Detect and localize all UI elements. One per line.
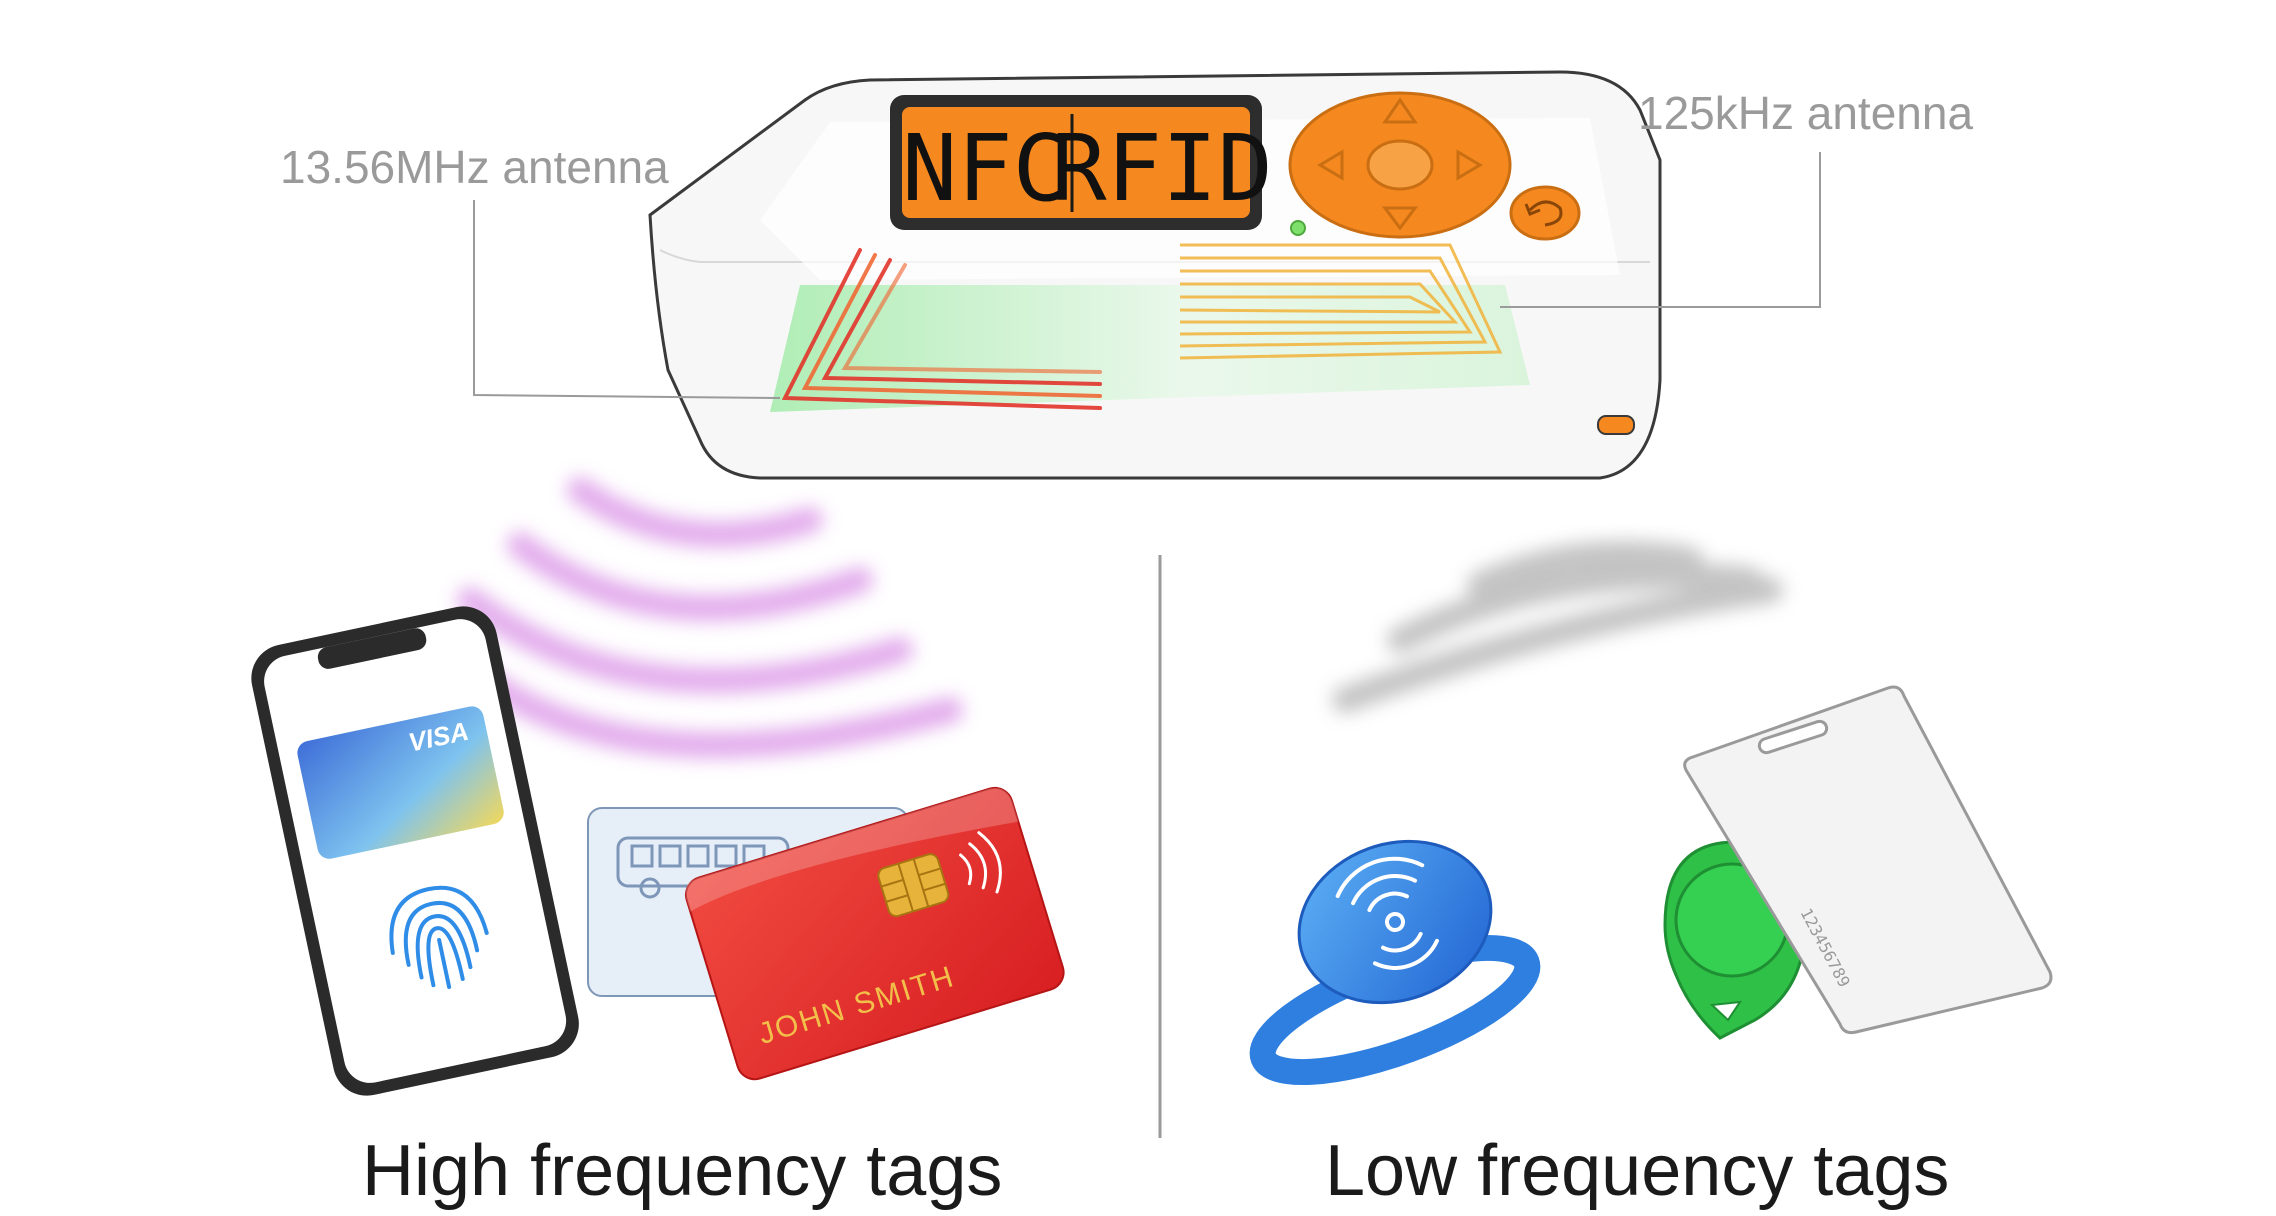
status-led: [1290, 220, 1306, 236]
lf-antenna-label: 125kHz antenna: [1638, 87, 1974, 139]
arrow-left-icon[interactable]: [1317, 149, 1344, 181]
smartphone: VISA: [251, 606, 579, 1096]
arrow-up-icon[interactable]: [1382, 97, 1418, 124]
side-port: [1597, 415, 1635, 435]
lf-antenna-coil: [1179, 243, 1503, 360]
screen-text-nfc: NFC: [902, 115, 1068, 222]
hf-antenna-coil: [781, 248, 1102, 410]
lf-signal-waves: [1332, 540, 1783, 713]
chip-icon: [877, 853, 950, 918]
rfid-wave-icon: [1335, 856, 1439, 970]
rfid-wristband: [1249, 839, 1541, 1086]
d-pad[interactable]: [1288, 91, 1512, 239]
arrow-down-icon[interactable]: [1382, 206, 1418, 231]
arrow-right-icon[interactable]: [1456, 149, 1483, 181]
high-frequency-caption: High frequency tags: [362, 1131, 1003, 1211]
low-frequency-caption: Low frequency tags: [1325, 1131, 1950, 1211]
hf-antenna-leader: [473, 200, 781, 399]
fingerprint-icon: [389, 885, 489, 989]
hf-signal-waves: [447, 477, 963, 759]
back-button[interactable]: [1509, 185, 1581, 241]
bank-card: JOHN SMITH: [684, 786, 1065, 1081]
d-pad-center-button[interactable]: [1366, 139, 1434, 191]
phone-visa-card: VISA: [297, 706, 504, 859]
back-arrow-icon: [1528, 200, 1563, 227]
hf-antenna-label: 13.56MHz antenna: [280, 141, 669, 193]
contactless-icon: [959, 831, 1002, 894]
flipper-device: NFC RFID: [648, 70, 1662, 480]
lf-antenna-leader: [1500, 152, 1821, 308]
screen-text-rfid: RFID: [1051, 115, 1273, 222]
